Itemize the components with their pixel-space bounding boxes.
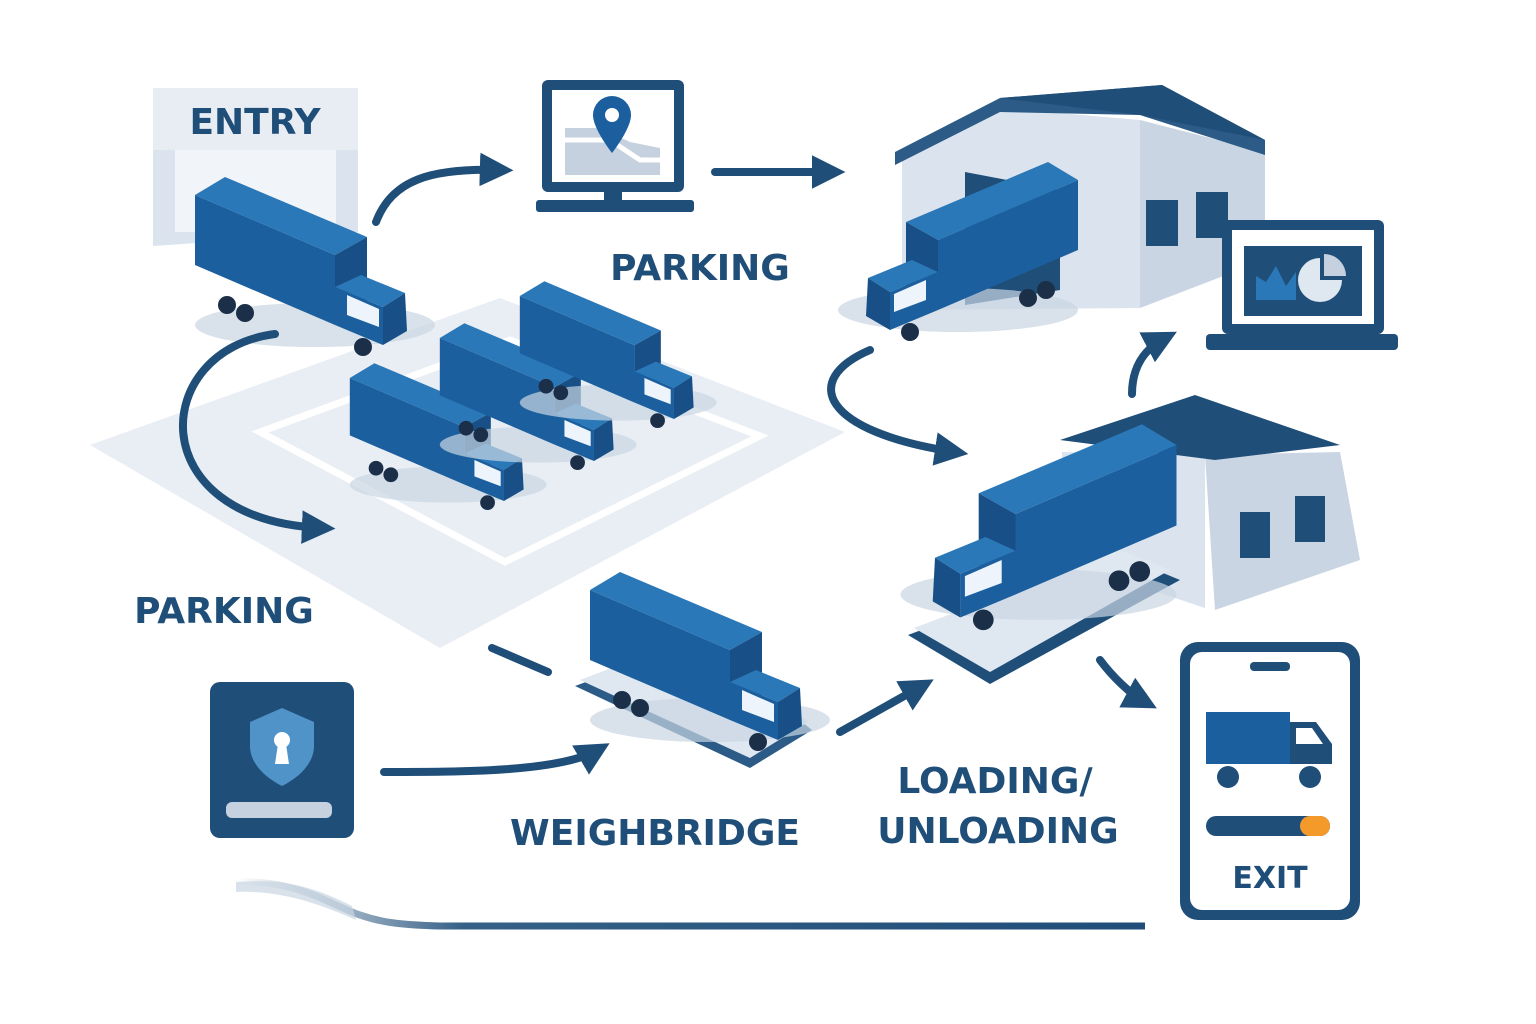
arrow-entry-to-monitor	[372, 152, 514, 226]
shield-keyhole-icon	[210, 682, 354, 838]
parked-truck-3	[519, 281, 717, 429]
arrow-security-to-weighbridge	[380, 743, 610, 776]
flow-arrows	[179, 152, 1177, 776]
arrow-entry-to-parking	[179, 330, 336, 544]
entry-label: ENTRY	[189, 102, 321, 143]
return-path	[235, 878, 1145, 930]
parking-top-label: PARKING	[610, 248, 790, 289]
arrow-parking-to-weighbridge	[488, 644, 552, 676]
exit-label: EXIT	[1232, 861, 1308, 896]
map-pin-monitor-icon	[536, 80, 694, 212]
weighbridge-label: WEIGHBRIDGE	[510, 813, 800, 854]
return-path-fade	[236, 881, 356, 920]
truck-phone-icon: EXIT	[1180, 642, 1360, 920]
loading-label-line1: LOADING/	[897, 761, 1093, 802]
arrow-loading-to-exit	[1096, 656, 1157, 709]
arrow-weighbridge-to-loading	[836, 679, 934, 736]
arrow-warehouse-to-loading	[827, 346, 969, 466]
loading-truck	[900, 424, 1177, 631]
parking-left-label: PARKING	[134, 591, 314, 632]
loading-label-line2: UNLOADING	[877, 811, 1118, 852]
weighbridge-truck	[590, 572, 830, 751]
analytics-laptop-icon	[1206, 220, 1398, 350]
arrow-loading-to-laptop	[1128, 331, 1177, 398]
